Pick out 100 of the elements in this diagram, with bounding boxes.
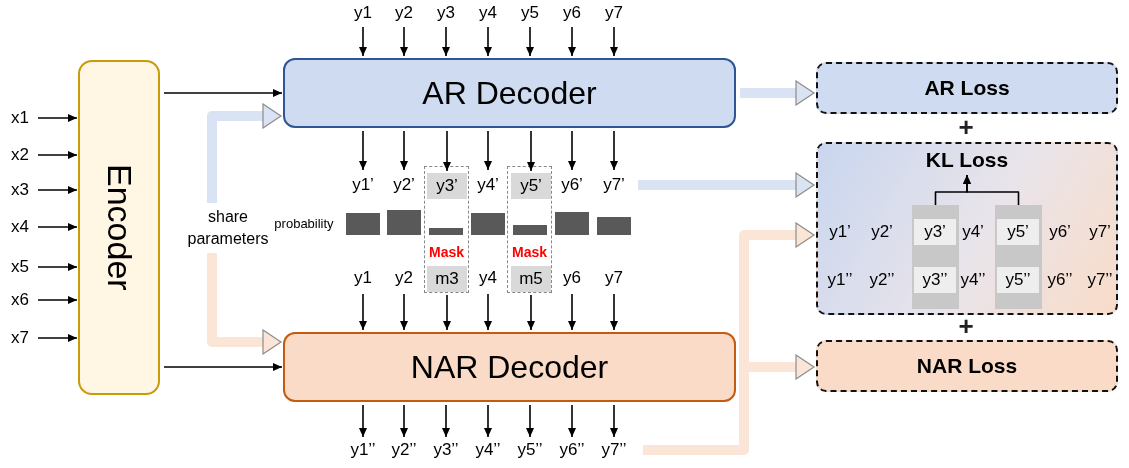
block-arrow bbox=[740, 80, 815, 106]
arrow bbox=[442, 26, 450, 57]
token-label: y1’’ bbox=[342, 439, 384, 461]
highlighted-token: m5 bbox=[511, 266, 551, 292]
arrow bbox=[37, 296, 78, 304]
arrow bbox=[527, 294, 535, 331]
arrow bbox=[442, 404, 450, 438]
arrow bbox=[37, 263, 78, 271]
decoder-box: AR Decoder bbox=[283, 58, 736, 128]
input-token: x2 bbox=[6, 144, 34, 166]
token-label: y6’’ bbox=[551, 439, 593, 461]
input-token: x4 bbox=[6, 216, 34, 238]
arrow bbox=[400, 404, 408, 438]
token-label: y6 bbox=[554, 2, 590, 24]
token-label: y6 bbox=[552, 265, 592, 291]
mask-label: Mask bbox=[428, 243, 465, 261]
highlighted-token: y5’’ bbox=[997, 267, 1039, 293]
input-token: x3 bbox=[6, 179, 34, 201]
token-label: y1’’ bbox=[819, 267, 861, 293]
token-label: y7 bbox=[596, 2, 632, 24]
token-label: y7 bbox=[594, 265, 634, 291]
token-label: y7’’ bbox=[593, 439, 635, 461]
token-label: y4’ bbox=[468, 172, 508, 198]
arrow bbox=[610, 26, 618, 57]
arrow bbox=[610, 404, 618, 438]
highlighted-token: m3 bbox=[427, 266, 467, 292]
arrow bbox=[37, 186, 78, 194]
highlighted-token: y3’ bbox=[914, 219, 956, 245]
arrow bbox=[37, 114, 78, 122]
arrow bbox=[484, 293, 492, 331]
plus-sign: + bbox=[957, 114, 975, 140]
token-label: y6’ bbox=[552, 172, 592, 198]
block-arrow bbox=[207, 253, 282, 355]
token-label: y7’’ bbox=[1079, 267, 1121, 293]
token-label: y4 bbox=[468, 265, 508, 291]
arrow bbox=[37, 151, 78, 159]
arrow bbox=[568, 130, 576, 171]
arrow bbox=[484, 130, 492, 171]
token-label: y1 bbox=[345, 2, 381, 24]
input-token: x5 bbox=[6, 256, 34, 278]
token-label: y1’ bbox=[343, 172, 383, 198]
arrow bbox=[526, 404, 534, 438]
highlight-column bbox=[995, 205, 1042, 309]
axis-label: probability bbox=[273, 214, 335, 233]
arrow bbox=[359, 293, 367, 331]
token-label: y2 bbox=[384, 265, 424, 291]
loss-box bbox=[816, 142, 1118, 315]
arrow bbox=[163, 363, 283, 371]
arrow bbox=[400, 26, 408, 57]
token-label: y2’’ bbox=[383, 439, 425, 461]
arrow bbox=[963, 174, 1020, 206]
arrow bbox=[400, 293, 408, 331]
token-label: y6’ bbox=[1039, 219, 1081, 245]
mask-label: Mask bbox=[511, 243, 548, 261]
highlighted-token: y3’ bbox=[427, 173, 467, 199]
highlighted-token: y5’ bbox=[511, 173, 551, 199]
highlighted-token: y3’’ bbox=[914, 267, 956, 293]
arrow bbox=[443, 294, 451, 331]
block-arrow bbox=[638, 172, 815, 198]
token-label: y3’’ bbox=[425, 439, 467, 461]
input-token: x7 bbox=[6, 327, 34, 349]
token-label: y4 bbox=[470, 2, 506, 24]
annotation-text: share parameters bbox=[186, 203, 270, 253]
arrow bbox=[527, 130, 535, 172]
plus-sign: + bbox=[957, 313, 975, 339]
token-label: y1’ bbox=[819, 219, 861, 245]
arrow bbox=[568, 404, 576, 438]
token-label: y7’ bbox=[594, 172, 634, 198]
arrow bbox=[359, 26, 367, 57]
token-label: y5’’ bbox=[509, 439, 551, 461]
arrow bbox=[359, 130, 367, 171]
input-token: x1 bbox=[6, 107, 34, 129]
token-label: y4’’ bbox=[467, 439, 509, 461]
encoder-box: Encoder bbox=[78, 60, 160, 395]
token-label: y3 bbox=[428, 2, 464, 24]
box-title: KL Loss bbox=[925, 148, 1009, 172]
highlighted-token: y5’ bbox=[997, 219, 1039, 245]
token-label: y2’ bbox=[861, 219, 903, 245]
arrow bbox=[568, 293, 576, 331]
token-label: y6’’ bbox=[1039, 267, 1081, 293]
block-arrow bbox=[207, 103, 282, 203]
token-label: y2 bbox=[386, 2, 422, 24]
arrow bbox=[526, 26, 534, 57]
arrow bbox=[37, 334, 78, 342]
token-label: y2’ bbox=[384, 172, 424, 198]
input-token: x6 bbox=[6, 289, 34, 311]
loss-box: AR Loss bbox=[816, 62, 1118, 114]
arrow bbox=[400, 130, 408, 171]
arrow bbox=[484, 404, 492, 438]
token-label: y1 bbox=[343, 265, 383, 291]
arrow bbox=[484, 26, 492, 57]
arrow bbox=[568, 26, 576, 57]
block-arrow bbox=[643, 222, 815, 455]
arrow bbox=[37, 223, 78, 231]
token-label: y2’’ bbox=[861, 267, 903, 293]
token-label: y7’ bbox=[1079, 219, 1121, 245]
arrow bbox=[610, 293, 618, 331]
decoder-box: NAR Decoder bbox=[283, 332, 736, 402]
arrow bbox=[359, 404, 367, 438]
highlight-column bbox=[912, 205, 959, 309]
